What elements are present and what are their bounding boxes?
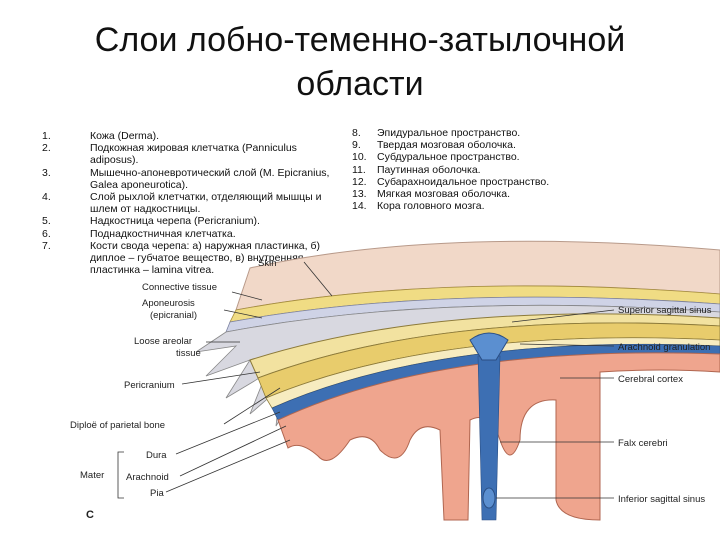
label-arachnoid-granulation: Arachnoid granulation bbox=[618, 342, 710, 353]
label-skin: Skin bbox=[258, 258, 276, 269]
list-item: 13. Мягкая мозговая оболочка. bbox=[352, 188, 592, 200]
list-item: 1. Кожа (Derma). bbox=[42, 130, 342, 142]
list-number: 2. bbox=[42, 142, 51, 155]
leader-line bbox=[165, 439, 291, 493]
list-item: 4. Слой рыхлой клетчатки, отделяющий мышц… bbox=[42, 191, 342, 215]
label-diploe: Diploë of parietal bone bbox=[70, 420, 165, 431]
label-pia: Pia bbox=[150, 488, 164, 499]
leader-line bbox=[179, 425, 287, 477]
list-item: 12. Субарахноидальное пространство. bbox=[352, 176, 592, 188]
list-item: 6. Поднадкостничная клетчатка. bbox=[42, 228, 342, 240]
list-number: 6. bbox=[42, 227, 51, 240]
list-text: Кости свода черепа: а) наружная пластинк… bbox=[90, 239, 320, 277]
list-item: 2. Подкожная жировая клетчатка (Panniculu… bbox=[42, 142, 342, 166]
list-text: Эпидуральное пространство. bbox=[377, 127, 521, 139]
label-mater: Mater bbox=[80, 470, 104, 481]
label-arachnoid: Arachnoid bbox=[126, 472, 169, 483]
list-text: Поднадкостничная клетчатка. bbox=[90, 227, 236, 240]
leader-line bbox=[175, 411, 281, 455]
superior-sagittal-sinus bbox=[469, 332, 509, 361]
list-number: 11. bbox=[352, 163, 366, 176]
list-number: 4. bbox=[42, 191, 51, 204]
leader-line bbox=[303, 261, 333, 297]
list-number: 10. bbox=[352, 151, 367, 164]
leader-line bbox=[181, 371, 261, 385]
list-number: 14. bbox=[352, 200, 367, 213]
list-number: 7. bbox=[42, 239, 51, 252]
label-epicranial: (epicranial) bbox=[150, 310, 197, 321]
list-text: Субарахноидальное пространство. bbox=[377, 175, 550, 188]
list-text: Субдуральное пространство. bbox=[377, 151, 520, 164]
label-tissue: tissue bbox=[176, 348, 201, 359]
list-item: 9. Твердая мозговая оболочка. bbox=[352, 139, 592, 151]
list-item: 8. Эпидуральное пространство. bbox=[352, 127, 592, 139]
cerebral-cortex bbox=[277, 352, 720, 521]
label-pericranium: Pericranium bbox=[124, 380, 175, 391]
list-number: 13. bbox=[352, 188, 367, 201]
list-number: 3. bbox=[42, 166, 51, 179]
leader-line bbox=[231, 291, 263, 301]
leader-line bbox=[511, 309, 615, 323]
list-number: 12. bbox=[352, 175, 367, 188]
list-item: 14. Кора головного мозга. bbox=[352, 200, 592, 212]
list-number: 1. bbox=[42, 130, 51, 142]
list-text: Надкостница черепа (Pericranium). bbox=[90, 215, 260, 228]
label-dura: Dura bbox=[146, 450, 167, 461]
list-text: Твердая мозговая оболочка. bbox=[377, 139, 516, 152]
list-item: 11. Паутинная оболочка. bbox=[352, 164, 592, 176]
list-text: Мягкая мозговая оболочка. bbox=[377, 188, 510, 201]
list-item: 5. Надкостница черепа (Pericranium). bbox=[42, 215, 342, 227]
leader-lines bbox=[117, 261, 615, 499]
inferior-sagittal-sinus bbox=[482, 487, 496, 509]
label-inferior-sagittal-sinus: Inferior sagittal sinus bbox=[618, 494, 705, 505]
list-number: 5. bbox=[42, 215, 51, 228]
leader-line bbox=[223, 309, 263, 319]
list-number: 8. bbox=[352, 127, 361, 139]
layers-list-left: 1. Кожа (Derma). 2. Подкожная жировая клет… bbox=[42, 130, 342, 276]
list-text: Мышечно-апоневротический слой (M. Epicra… bbox=[90, 166, 330, 191]
list-text: Кожа (Derma). bbox=[90, 130, 160, 142]
list-text: Кора головного мозга. bbox=[377, 200, 485, 213]
page-title: Слои лобно-теменно-затылочной области bbox=[0, 18, 720, 106]
list-text: Слой рыхлой клетчатки, отделяющий мышцы … bbox=[90, 191, 322, 216]
list-text: Паутинная оболочка. bbox=[377, 163, 481, 176]
layers-list-right: 8. Эпидуральное пространство. 9. Твердая м… bbox=[352, 127, 592, 212]
list-item: 7. Кости свода черепа: а) наружная пласти… bbox=[42, 240, 342, 277]
label-aponeurosis: Aponeurosis bbox=[142, 298, 195, 309]
title-line-1: Слои лобно-теменно-затылочной bbox=[94, 21, 626, 59]
list-number: 9. bbox=[352, 139, 361, 152]
label-superior-sagittal-sinus: Superior sagittal sinus bbox=[618, 305, 712, 316]
leader-line bbox=[223, 387, 281, 425]
label-loose-areolar: Loose areolar bbox=[134, 336, 192, 347]
mater-bracket bbox=[117, 451, 124, 499]
list-text: Подкожная жировая клетчатка (Panniculus … bbox=[90, 142, 297, 167]
label-falx-cerebri: Falx cerebri bbox=[618, 438, 668, 449]
title-line-2: области bbox=[296, 65, 424, 103]
list-item: 10. Субдуральное пространство. bbox=[352, 151, 592, 163]
label-cerebral-cortex: Cerebral cortex bbox=[618, 374, 683, 385]
label-connective-tissue: Connective tissue bbox=[142, 282, 217, 293]
list-item: 3. Мышечно-апоневротический слой (M. Epic… bbox=[42, 167, 342, 191]
leader-line bbox=[519, 343, 615, 347]
label-panel-letter: C bbox=[86, 509, 94, 521]
